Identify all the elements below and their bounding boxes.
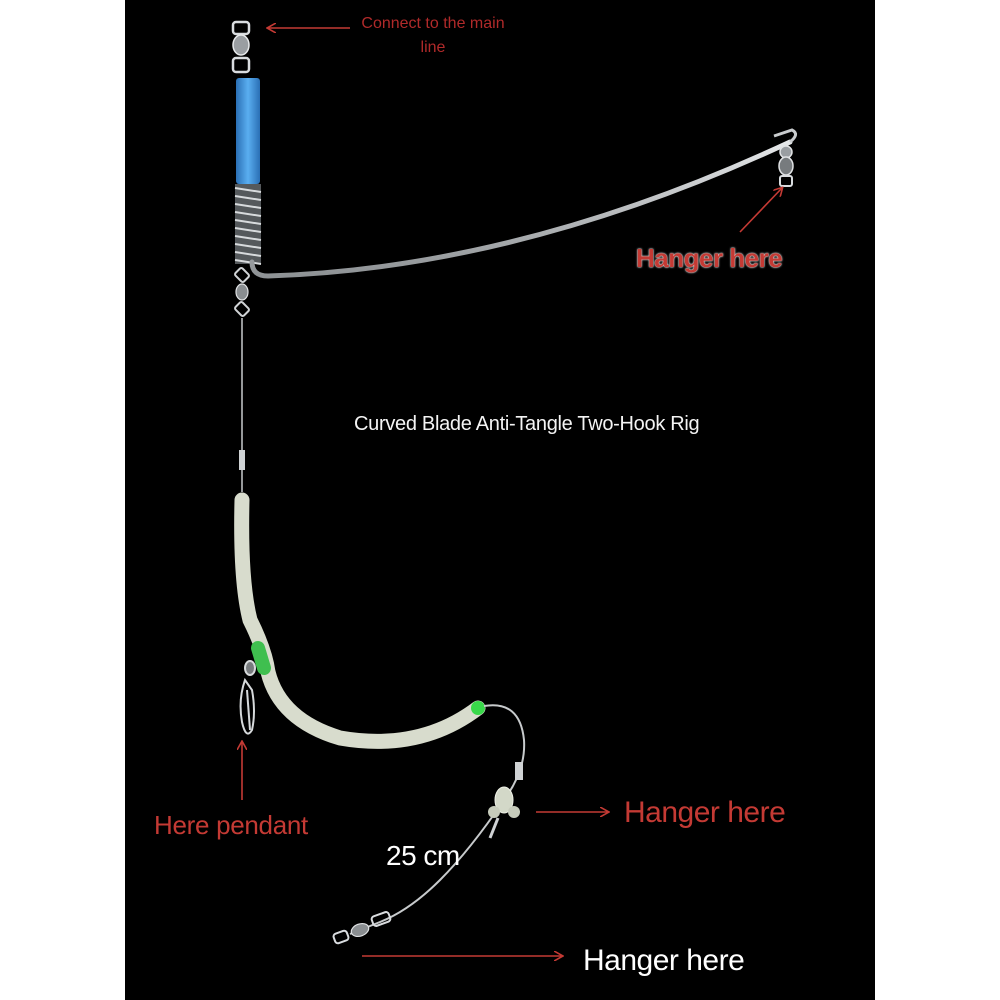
blade-tip-swivel-icon	[778, 145, 794, 187]
snap-swivel-icon	[239, 660, 256, 735]
arrow-icon	[242, 28, 782, 956]
top-swivel-icon	[231, 20, 251, 74]
bead-icon	[471, 701, 485, 715]
rig-title: Curved Blade Anti-Tangle Two-Hook Rig	[354, 413, 700, 435]
length-label: 25 cm	[386, 840, 460, 871]
connect-main-line-label: Connect to the main line	[361, 15, 505, 56]
here-pendant-label: Here pendant	[154, 810, 308, 840]
glow-tube	[234, 492, 486, 749]
hanger-top-label: Hanger here	[636, 243, 783, 273]
hanger-bottom-label: Hanger here	[583, 944, 745, 977]
cross-swivel-icon	[488, 786, 520, 839]
spring-coil	[234, 184, 262, 265]
hanger-middle-label: Hanger here	[624, 796, 786, 829]
curved-blade-wire	[249, 139, 793, 279]
blue-sleeve	[236, 78, 260, 184]
middle-swivel-icon	[234, 267, 250, 317]
bottom-swivel-icon	[332, 911, 392, 945]
